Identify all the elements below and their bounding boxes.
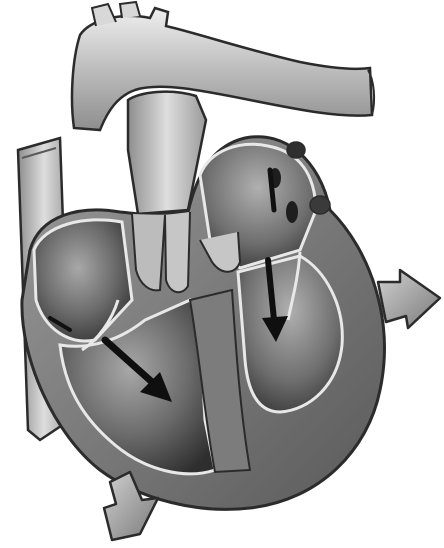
outflow-arrow-right	[378, 270, 440, 328]
aortic-arch	[72, 2, 374, 130]
